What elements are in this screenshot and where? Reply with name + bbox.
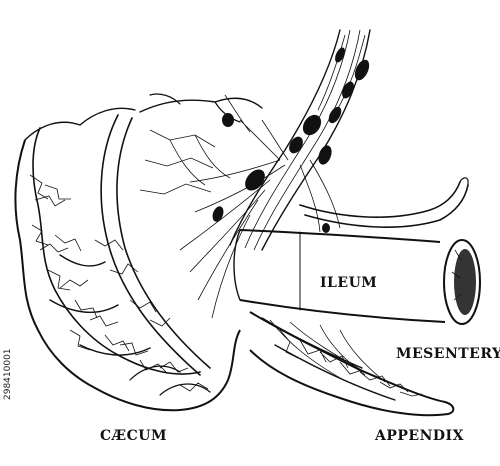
label-caecum: CÆCUM: [100, 428, 167, 444]
lymph-node: [354, 59, 370, 81]
mesenteric-band: [100, 114, 211, 376]
ileum-upper-fold: [299, 177, 469, 228]
ileum-tube: [233, 229, 481, 325]
lymph-node: [342, 81, 354, 99]
lymph-node: [328, 106, 342, 124]
lymph-node: [322, 223, 330, 233]
lymph-nodes: [212, 47, 370, 233]
upper-folds: [139, 93, 263, 195]
label-appendix: APPENDIX: [374, 428, 464, 444]
lymph-node: [302, 114, 322, 136]
lymph-node: [212, 206, 224, 222]
caecum-body: [14, 107, 241, 412]
ileum-lumen: [443, 239, 481, 325]
lymph-node: [335, 47, 345, 63]
appendix-region: [249, 311, 455, 417]
stock-id: 298410001: [3, 348, 13, 400]
label-mesentery: MESENTERY: [396, 346, 500, 362]
lymph-node: [289, 136, 303, 154]
lymph-node: [222, 113, 234, 127]
lymph-node: [318, 145, 332, 165]
label-ileum: ILEUM: [320, 275, 377, 291]
lymph-node: [245, 169, 265, 191]
